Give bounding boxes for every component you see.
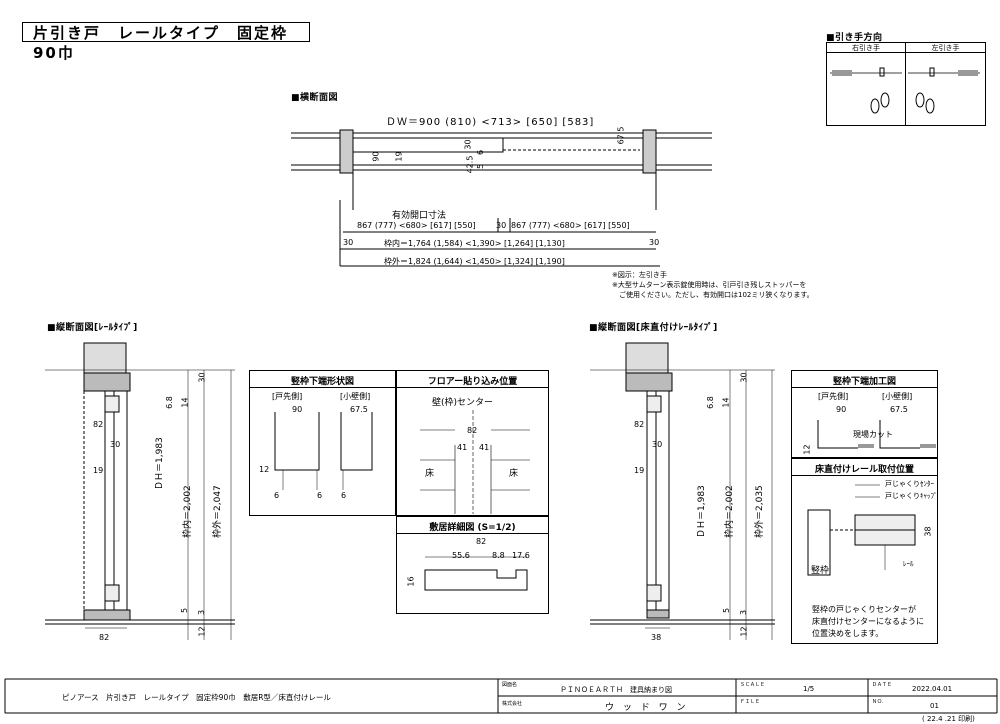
panel-bottom-w675: 67.5 bbox=[890, 405, 908, 414]
left-30: 30 bbox=[343, 238, 354, 247]
panel-shape-b6c: 6 bbox=[341, 491, 347, 500]
ls-bottom82: 82 bbox=[99, 633, 110, 642]
panel-rail-note2: 床直付けセンターになるように bbox=[812, 617, 924, 626]
ls-d19: 19 bbox=[93, 466, 104, 475]
panel-rail: 床直付けレール取付位置 戸じゃくりｾﾝﾀｰ 戸じゃくりｷｬｯﾌﾟ ﾚｰﾙ 竪枠 … bbox=[791, 458, 938, 644]
direction-left-label: 左引き手 bbox=[906, 43, 985, 53]
panel-rail-label2: 戸じゃくりｷｬｯﾌﾟ bbox=[885, 492, 938, 500]
direction-right-label: 右引き手 bbox=[827, 43, 906, 53]
footer-no: 01 bbox=[930, 702, 939, 710]
panel-rail-note1: 竪枠の戸じゃくりセンターが bbox=[812, 605, 916, 614]
footer-no-label: ＮＯ. bbox=[872, 699, 884, 705]
panel-floor-floor-r: 床 bbox=[509, 469, 519, 479]
panel-floor-floor-l: 床 bbox=[425, 469, 435, 479]
footer-drawing-name: ＰＩＮＯＥＡＲＴＨ 建具納まり図 bbox=[560, 686, 672, 694]
panel-floor: フロアー貼り込み位置 壁(枠)センター 82 41 41 床 床 bbox=[396, 370, 549, 516]
direction-heading: ■引き手方向 bbox=[826, 33, 883, 43]
left-section-heading: ■縦断面図[ﾚｰﾙﾀｲﾌﾟ] bbox=[47, 323, 138, 333]
rs-d19: 19 bbox=[634, 466, 645, 475]
plan-heading: ■横断面図 bbox=[291, 93, 339, 103]
direction-box: 右引き手 左引き手 bbox=[826, 42, 986, 126]
ls-d82: 82 bbox=[93, 420, 104, 429]
panel-shape-h12: 12 bbox=[259, 465, 270, 474]
opening-row-left: 867 (777) <680> [617] [550] bbox=[357, 221, 476, 230]
panel-shape-b6b: 6 bbox=[317, 491, 323, 500]
panel-shape-heading: 竪枠下端形状図 bbox=[290, 377, 354, 387]
footer-company-label: 株式会社 bbox=[502, 701, 523, 707]
outer-dim: 枠外＝1,824 (1,644) <1,450> [1,324] [1,190] bbox=[384, 257, 565, 266]
panel-bottom-heading: 竪枠下端加工図 bbox=[832, 377, 896, 387]
right-section-heading: ■縦断面図[床直付けﾚｰﾙﾀｲﾌﾟ] bbox=[589, 323, 718, 333]
opening-label: 有効開口寸法 bbox=[392, 211, 447, 221]
panel-floor-center: 壁(枠)センター bbox=[432, 398, 494, 408]
divider bbox=[905, 53, 906, 125]
panel-sill-w88: 8.8 bbox=[492, 551, 505, 560]
rs-bottom38: 38 bbox=[651, 633, 662, 642]
panel-rail-label3: ﾚｰﾙ bbox=[903, 560, 914, 568]
footer-print: ( 22.4 .21 印刷) bbox=[922, 715, 975, 723]
divider bbox=[397, 387, 548, 388]
panel-shape-b6a: 6 bbox=[274, 491, 280, 500]
panel-sill: 敷居詳細図 (S=1/2) 82 55.6 8.8 17.6 16 bbox=[396, 516, 549, 614]
opening-mid-30: 30 bbox=[496, 221, 507, 230]
panel-bottom-door: [戸先側] bbox=[818, 392, 849, 401]
panel-floor-w41b: 41 bbox=[479, 443, 490, 452]
rs-d30b: 30 bbox=[652, 440, 663, 449]
panel-shape-wall: [小壁側] bbox=[340, 392, 371, 401]
panel-sill-heading: 敷居詳細図 (S=1/2) bbox=[429, 523, 516, 533]
footer-date-label: ＤＡＴＥ bbox=[872, 682, 893, 688]
footer-date: 2022.04.01 bbox=[912, 685, 953, 693]
panel-bottom-wall: [小壁側] bbox=[882, 392, 913, 401]
plan-note-1: ※図示：左引き手 bbox=[612, 271, 667, 279]
rs-d82: 82 bbox=[634, 420, 645, 429]
divider bbox=[397, 533, 548, 534]
footer-company: ウ ッ ド ワ ン bbox=[605, 703, 689, 713]
footer-file-label: ＦＩＬＥ bbox=[740, 699, 761, 705]
plan-note-3: ご使用ください。ただし、有効開口は102ミリ狭くなります。 bbox=[612, 291, 814, 299]
divider bbox=[250, 387, 395, 388]
panel-shape-door: [戸先側] bbox=[272, 392, 303, 401]
panel-floor-heading: フロアー貼り込み位置 bbox=[427, 377, 518, 387]
panel-floor-w82: 82 bbox=[467, 426, 478, 435]
panel-rail-note3: 位置決めをします。 bbox=[812, 629, 884, 638]
panel-sill-w556: 55.6 bbox=[452, 551, 470, 560]
divider bbox=[792, 475, 937, 476]
inner-dim: 枠内＝1,764 (1,584) <1,390> [1,264] [1,130] bbox=[384, 239, 565, 248]
plan-note-2: ※大型サムターン表示錠使用時は、引戸引き残しストッパーを bbox=[612, 281, 807, 289]
opening-row-right: 867 (777) <680> [617] [550] bbox=[511, 221, 630, 230]
divider bbox=[792, 387, 937, 388]
panel-rail-heading: 床直付けレール取付位置 bbox=[814, 465, 914, 475]
panel-sill-w176: 17.6 bbox=[512, 551, 530, 560]
footer-drawing-name-label: 図面名 bbox=[502, 682, 518, 688]
panel-bottom: 竪枠下端加工図 [戸先側] [小壁側] 90 67.5 12 現場カット bbox=[791, 370, 938, 458]
panel-shape-w675: 67.5 bbox=[350, 405, 368, 414]
right-30: 30 bbox=[649, 238, 660, 247]
footer-scale: 1/5 bbox=[803, 685, 815, 693]
footer-description: ピノアース 片引き戸 レールタイプ 固定枠90巾 敷居R型／床直付けレール bbox=[62, 693, 331, 702]
panel-sill-w82: 82 bbox=[476, 537, 487, 546]
ls-d30b: 30 bbox=[110, 440, 121, 449]
footer-scale-label: ＳＣＡＬＥ bbox=[740, 682, 766, 688]
panel-floor-w41a: 41 bbox=[457, 443, 468, 452]
panel-rail-label1: 戸じゃくりｾﾝﾀｰ bbox=[885, 480, 934, 488]
plan-dw: ＤＷ＝900 (810) <713> [650] [583] bbox=[386, 117, 595, 128]
panel-shape-w90: 90 bbox=[292, 405, 303, 414]
panel-bottom-cut: 現場カット bbox=[853, 430, 893, 439]
panel-shape: 竪枠下端形状図 [戸先側] [小壁側] 90 67.5 12 6 6 6 bbox=[249, 370, 396, 516]
panel-bottom-w90: 90 bbox=[836, 405, 847, 414]
panel-rail-frame: 竪枠 bbox=[811, 566, 830, 576]
page-title: 片引き戸 レールタイプ 固定枠90巾 bbox=[22, 22, 310, 62]
